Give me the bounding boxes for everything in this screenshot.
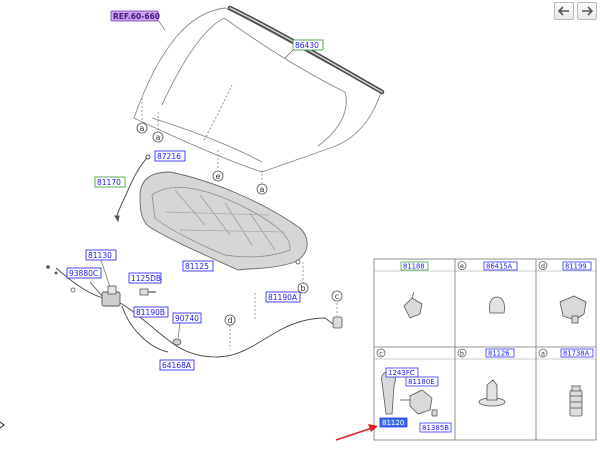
ref-circle-c1-letter: c [335,292,339,301]
ref-label-text: REF.60-660 [113,12,160,21]
hood-latch-mechanism [46,265,121,307]
inset-cell-3-part: 81199 [565,263,587,271]
red-pointer-arrow [335,424,378,441]
part-label-81190a-text: 81190A [268,293,298,302]
inset-cell-2[interactable]: e 86415A [457,261,518,271]
inset-cell-2-part: 86415A [486,263,513,271]
part-label-93880c[interactable]: 93880C [66,267,102,279]
ref-circle-a1: a [136,122,148,134]
part-label-64168a-text: 64168A [162,361,192,370]
inset-drawing-81738a [569,385,583,417]
part-label-1125db[interactable]: 1125DB [128,272,162,284]
leader-86430 [284,49,294,59]
circle-references: a a e a b c d [136,122,343,326]
ref-circle-b1: b [297,282,309,294]
hood-stay-rod [114,154,151,223]
ref-circle-d1: d [224,314,236,326]
part-label-64168a[interactable]: 64168A [159,359,195,371]
ref-circle-b1-letter: b [300,284,305,293]
cell-c-part-81180e-text: 81180E [408,378,435,386]
inset-cell-3-letter: d [541,262,545,270]
part-label-90740[interactable]: 90740 [172,312,202,324]
inset-drawing-81188 [403,291,423,319]
inset-cell-1-part: 81188 [403,263,425,271]
inset-drawing-81199 [559,295,587,324]
ref-circle-a3: a [256,183,268,195]
ref-circle-d1-letter: d [227,316,232,325]
inset-cell-4[interactable]: c [376,348,386,358]
part-label-81125-text: 81125 [185,262,209,271]
cell-c-part-81385b[interactable]: 81385B [419,422,452,433]
inset-cell-5-part: 81126 [488,350,510,358]
inset-drawing-latch-assembly [381,371,438,417]
inset-drawing-81126 [478,379,506,407]
hood-insulator [139,171,308,271]
part-label-86430-text: 86430 [295,41,319,50]
grommet-90740 [172,338,182,346]
ref-circle-c1: c [331,290,343,302]
part-label-81190b[interactable]: 81190B [133,306,169,318]
inset-cell-5[interactable]: b 81126 [457,348,515,358]
inset-cell-2-letter: e [460,262,464,270]
bolt-1125db [139,288,156,296]
part-label-81170-text: 81170 [97,178,121,187]
cell-c-part-1243fc-text: 1243FC [388,369,415,377]
part-label-93880c-text: 93880C [69,269,98,278]
arrow-right-icon [582,6,593,16]
part-label-81170[interactable]: 81170 [94,176,126,188]
part-label-90740-text: 90740 [175,314,199,323]
inset-cell-3[interactable]: d 81199 [538,261,592,271]
release-cable [55,267,334,358]
part-label-1125db-text: 1125DB [131,274,161,283]
part-label-81190b-text: 81190B [136,308,165,317]
ref-circle-e1-letter: e [216,172,221,181]
inset-drawing-86415a [489,296,505,314]
fastener-point [295,259,301,265]
part-label-81130[interactable]: 81130 [85,249,117,261]
part-labels: REF.60-660 86430 87216 81170 81125 81130 [66,10,324,371]
leader-lines [141,98,338,350]
cell-c-part-81385b-text: 81385B [422,424,449,432]
cable-clip [332,316,343,329]
ref-circle-a2-letter: a [156,133,161,142]
inset-parts-table: 81188 e 86415A d 81199 c b 81126 a [373,258,597,441]
part-label-81125[interactable]: 81125 [182,260,214,272]
part-label-87216-text: 87216 [157,152,181,161]
cell-c-part-1243fc[interactable]: 1243FC [385,367,419,378]
hood-panel [133,5,385,173]
ref-leader [157,19,166,31]
cell-c-part-81180e[interactable]: 81180E [405,376,439,387]
inset-cell-4-letter: c [379,350,383,358]
forward-button[interactable] [577,2,597,20]
leader-81130 [100,259,111,288]
ref-label[interactable]: REF.60-660 [110,10,160,22]
pointer-glyph [0,421,5,429]
part-label-86430[interactable]: 86430 [292,39,324,51]
part-label-81130-text: 81130 [88,251,112,260]
part-label-81190a[interactable]: 81190A [265,291,301,303]
cell-c-part-81120-text: 81120 [382,419,404,427]
ref-circle-e1: e [212,170,224,182]
inset-cell-6-letter: a [541,350,545,358]
ref-circle-a1-letter: a [140,124,145,133]
leader-90740 [177,322,181,339]
inset-cell-6[interactable]: a 81738A [538,348,594,358]
inset-cell-1[interactable]: 81188 [400,261,429,271]
cell-c-part-81120-highlighted[interactable]: 81120 [379,417,408,428]
ref-circle-a3-letter: a [260,185,265,194]
ref-circle-a2: a [152,131,164,143]
part-label-87216[interactable]: 87216 [154,150,186,162]
back-button[interactable] [554,2,574,20]
inset-cell-5-letter: b [460,350,464,358]
arrow-left-icon [558,6,569,16]
inset-cell-6-part: 81738A [563,350,590,358]
